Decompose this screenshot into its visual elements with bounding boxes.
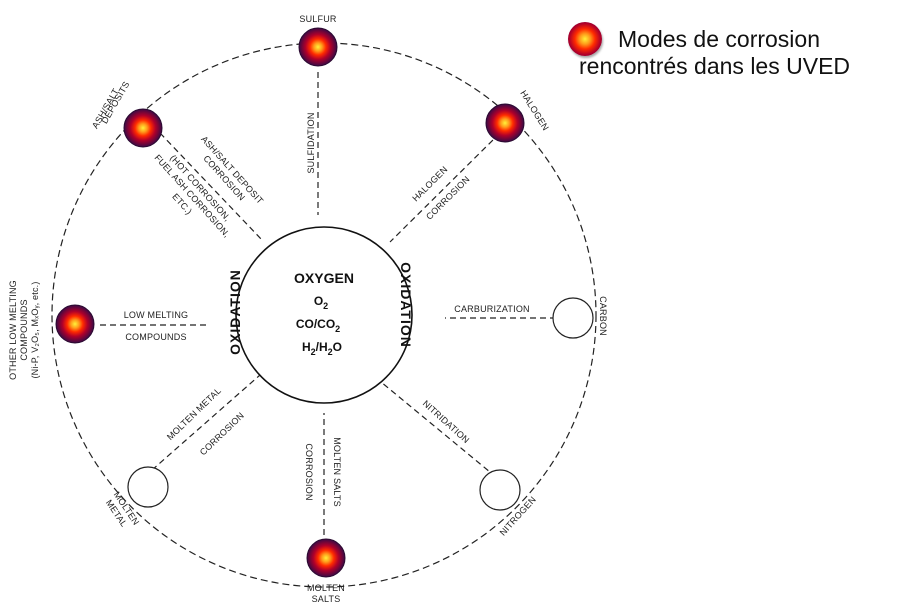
molten-salts-corrosion-label-2: CORROSION — [304, 443, 314, 500]
molten-salts-node — [306, 538, 346, 578]
carbon-node — [552, 297, 594, 339]
molten-metal-node — [127, 466, 169, 508]
molten-salts-label-2: SALTS — [312, 594, 341, 604]
low-melting-node — [55, 304, 95, 344]
oxygen-label: OXYGEN — [294, 270, 354, 286]
sulfur-node — [298, 27, 338, 67]
sulfur-label: SULFUR — [299, 14, 337, 24]
molten-metal-corrosion-label-2: CORROSION — [198, 410, 246, 457]
low-melting-label-1: LOW MELTING — [124, 310, 189, 320]
oxygen-circle — [235, 226, 413, 404]
molten-salts-corrosion-label-1: MOLTEN SALTS — [332, 437, 342, 507]
other-low-label-2: COMPOUNDS — [19, 299, 29, 360]
molten-salts-label-1: MOLTEN — [307, 583, 345, 593]
other-low-label-3: (Ni-P, V₂O₅, MₓOᵧ, etc.) — [30, 281, 40, 378]
other-low-label-1: OTHER LOW MELTING — [8, 280, 18, 380]
oxidation-right-label: OXIDATION — [398, 262, 414, 348]
spoke-lines — [100, 72, 556, 535]
ash-deposits-node — [123, 108, 163, 148]
low-melting-label-2: COMPOUNDS — [125, 332, 186, 342]
spoke-halogen — [389, 132, 501, 243]
sulfidation-label: SULFIDATION — [306, 112, 316, 173]
spoke-molten-metal — [151, 374, 261, 471]
h2-formula: H2/H2O — [302, 340, 342, 357]
legend: Modes de corrosion rencontrés dans les U… — [560, 10, 900, 90]
co-formula: CO/CO2 — [296, 317, 340, 334]
halogen-node — [485, 103, 525, 143]
carburization-label: CARBURIZATION — [454, 304, 529, 314]
legend-line-2: rencontrés dans les UVED — [579, 53, 851, 79]
oxidation-left-label: OXIDATION — [227, 269, 243, 355]
spoke-ash — [159, 132, 263, 241]
spoke-nitrogen — [380, 381, 497, 478]
nitrogen-node — [479, 469, 521, 511]
carbon-label: CARBON — [598, 296, 608, 336]
nitridation-label: NITRIDATION — [421, 398, 472, 445]
legend-line-1: Modes de corrosion — [618, 26, 820, 52]
legend-marker-icon — [568, 22, 602, 56]
o2-formula: O2 — [314, 294, 328, 311]
